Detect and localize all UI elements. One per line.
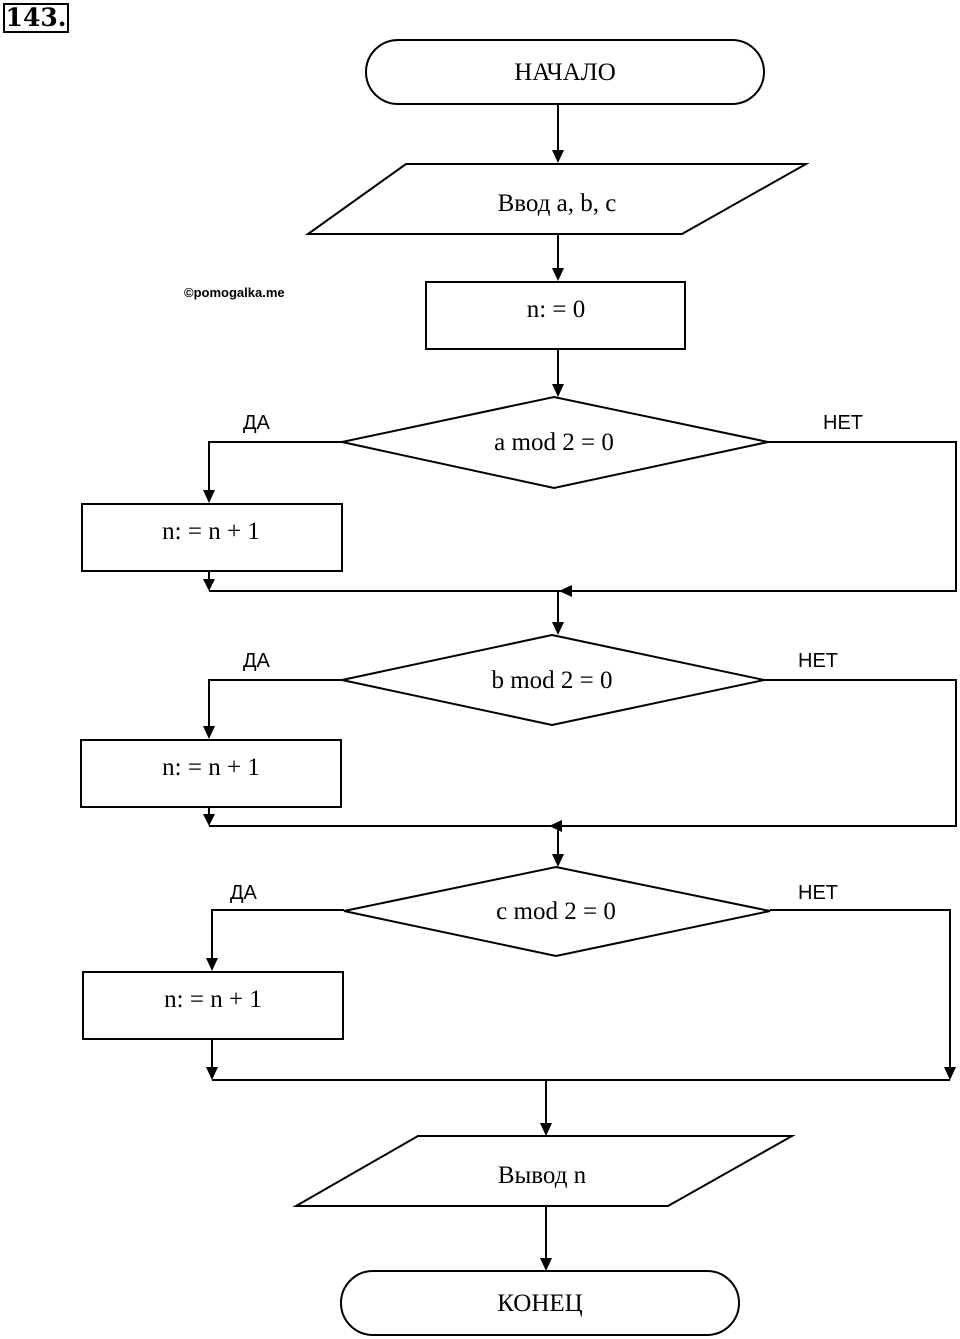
decision-a-yes-label: ДА	[243, 412, 271, 434]
decision-c-yes-label: ДА	[230, 882, 258, 904]
arrow-head	[540, 1123, 552, 1136]
decision-c-no-label: НЕТ	[798, 882, 838, 904]
arrow-head	[203, 726, 215, 739]
action-c: n: = n + 1	[82, 971, 344, 1040]
input-label: Ввод a, b, c	[498, 190, 617, 217]
decision-c-condition: c mod 2 = 0	[496, 898, 616, 925]
problem-number: 143.	[3, 3, 69, 33]
arrow-head	[944, 1067, 956, 1080]
action-a-label: n: = n + 1	[162, 518, 260, 545]
watermark: ©pomogalka.me	[184, 285, 285, 300]
arrow-head	[552, 150, 564, 163]
arrow-head	[540, 1258, 552, 1271]
action-b: n: = n + 1	[80, 739, 342, 808]
arrow-head	[206, 958, 218, 971]
end-label: КОНЕЦ	[497, 1290, 583, 1317]
arrow-head	[552, 854, 564, 867]
action-b-label: n: = n + 1	[162, 754, 260, 781]
output-block: Вывод n	[292, 1135, 796, 1207]
decision-c: c mod 2 = 0	[343, 865, 771, 958]
decision-b-no-label: НЕТ	[798, 650, 838, 672]
input-block: Ввод a, b, c	[304, 163, 810, 235]
decision-b-yes-label: ДА	[243, 650, 271, 672]
init-process: n: = 0	[425, 281, 686, 350]
action-a: n: = n + 1	[81, 503, 343, 572]
decision-a: a mod 2 = 0	[341, 395, 769, 490]
arrow-head	[552, 384, 564, 397]
arrow-head	[559, 585, 572, 597]
output-label: Вывод n	[498, 1162, 587, 1189]
action-c-label: n: = n + 1	[164, 986, 262, 1013]
arrow-head	[203, 814, 215, 826]
init-label: n: = 0	[527, 296, 586, 323]
arrow-head	[552, 268, 564, 281]
end-terminator: КОНЕЦ	[340, 1270, 740, 1336]
decision-b-condition: b mod 2 = 0	[491, 667, 612, 694]
decision-b: b mod 2 = 0	[341, 633, 765, 727]
arrow-head	[203, 490, 215, 503]
decision-a-no-label: НЕТ	[823, 412, 863, 434]
arrow-head	[552, 622, 564, 635]
decision-a-condition: a mod 2 = 0	[494, 429, 614, 456]
arrow-head	[203, 579, 215, 591]
start-label: НАЧАЛО	[514, 59, 616, 86]
arrow-head	[206, 1067, 218, 1080]
start-terminator: НАЧАЛО	[365, 39, 765, 105]
